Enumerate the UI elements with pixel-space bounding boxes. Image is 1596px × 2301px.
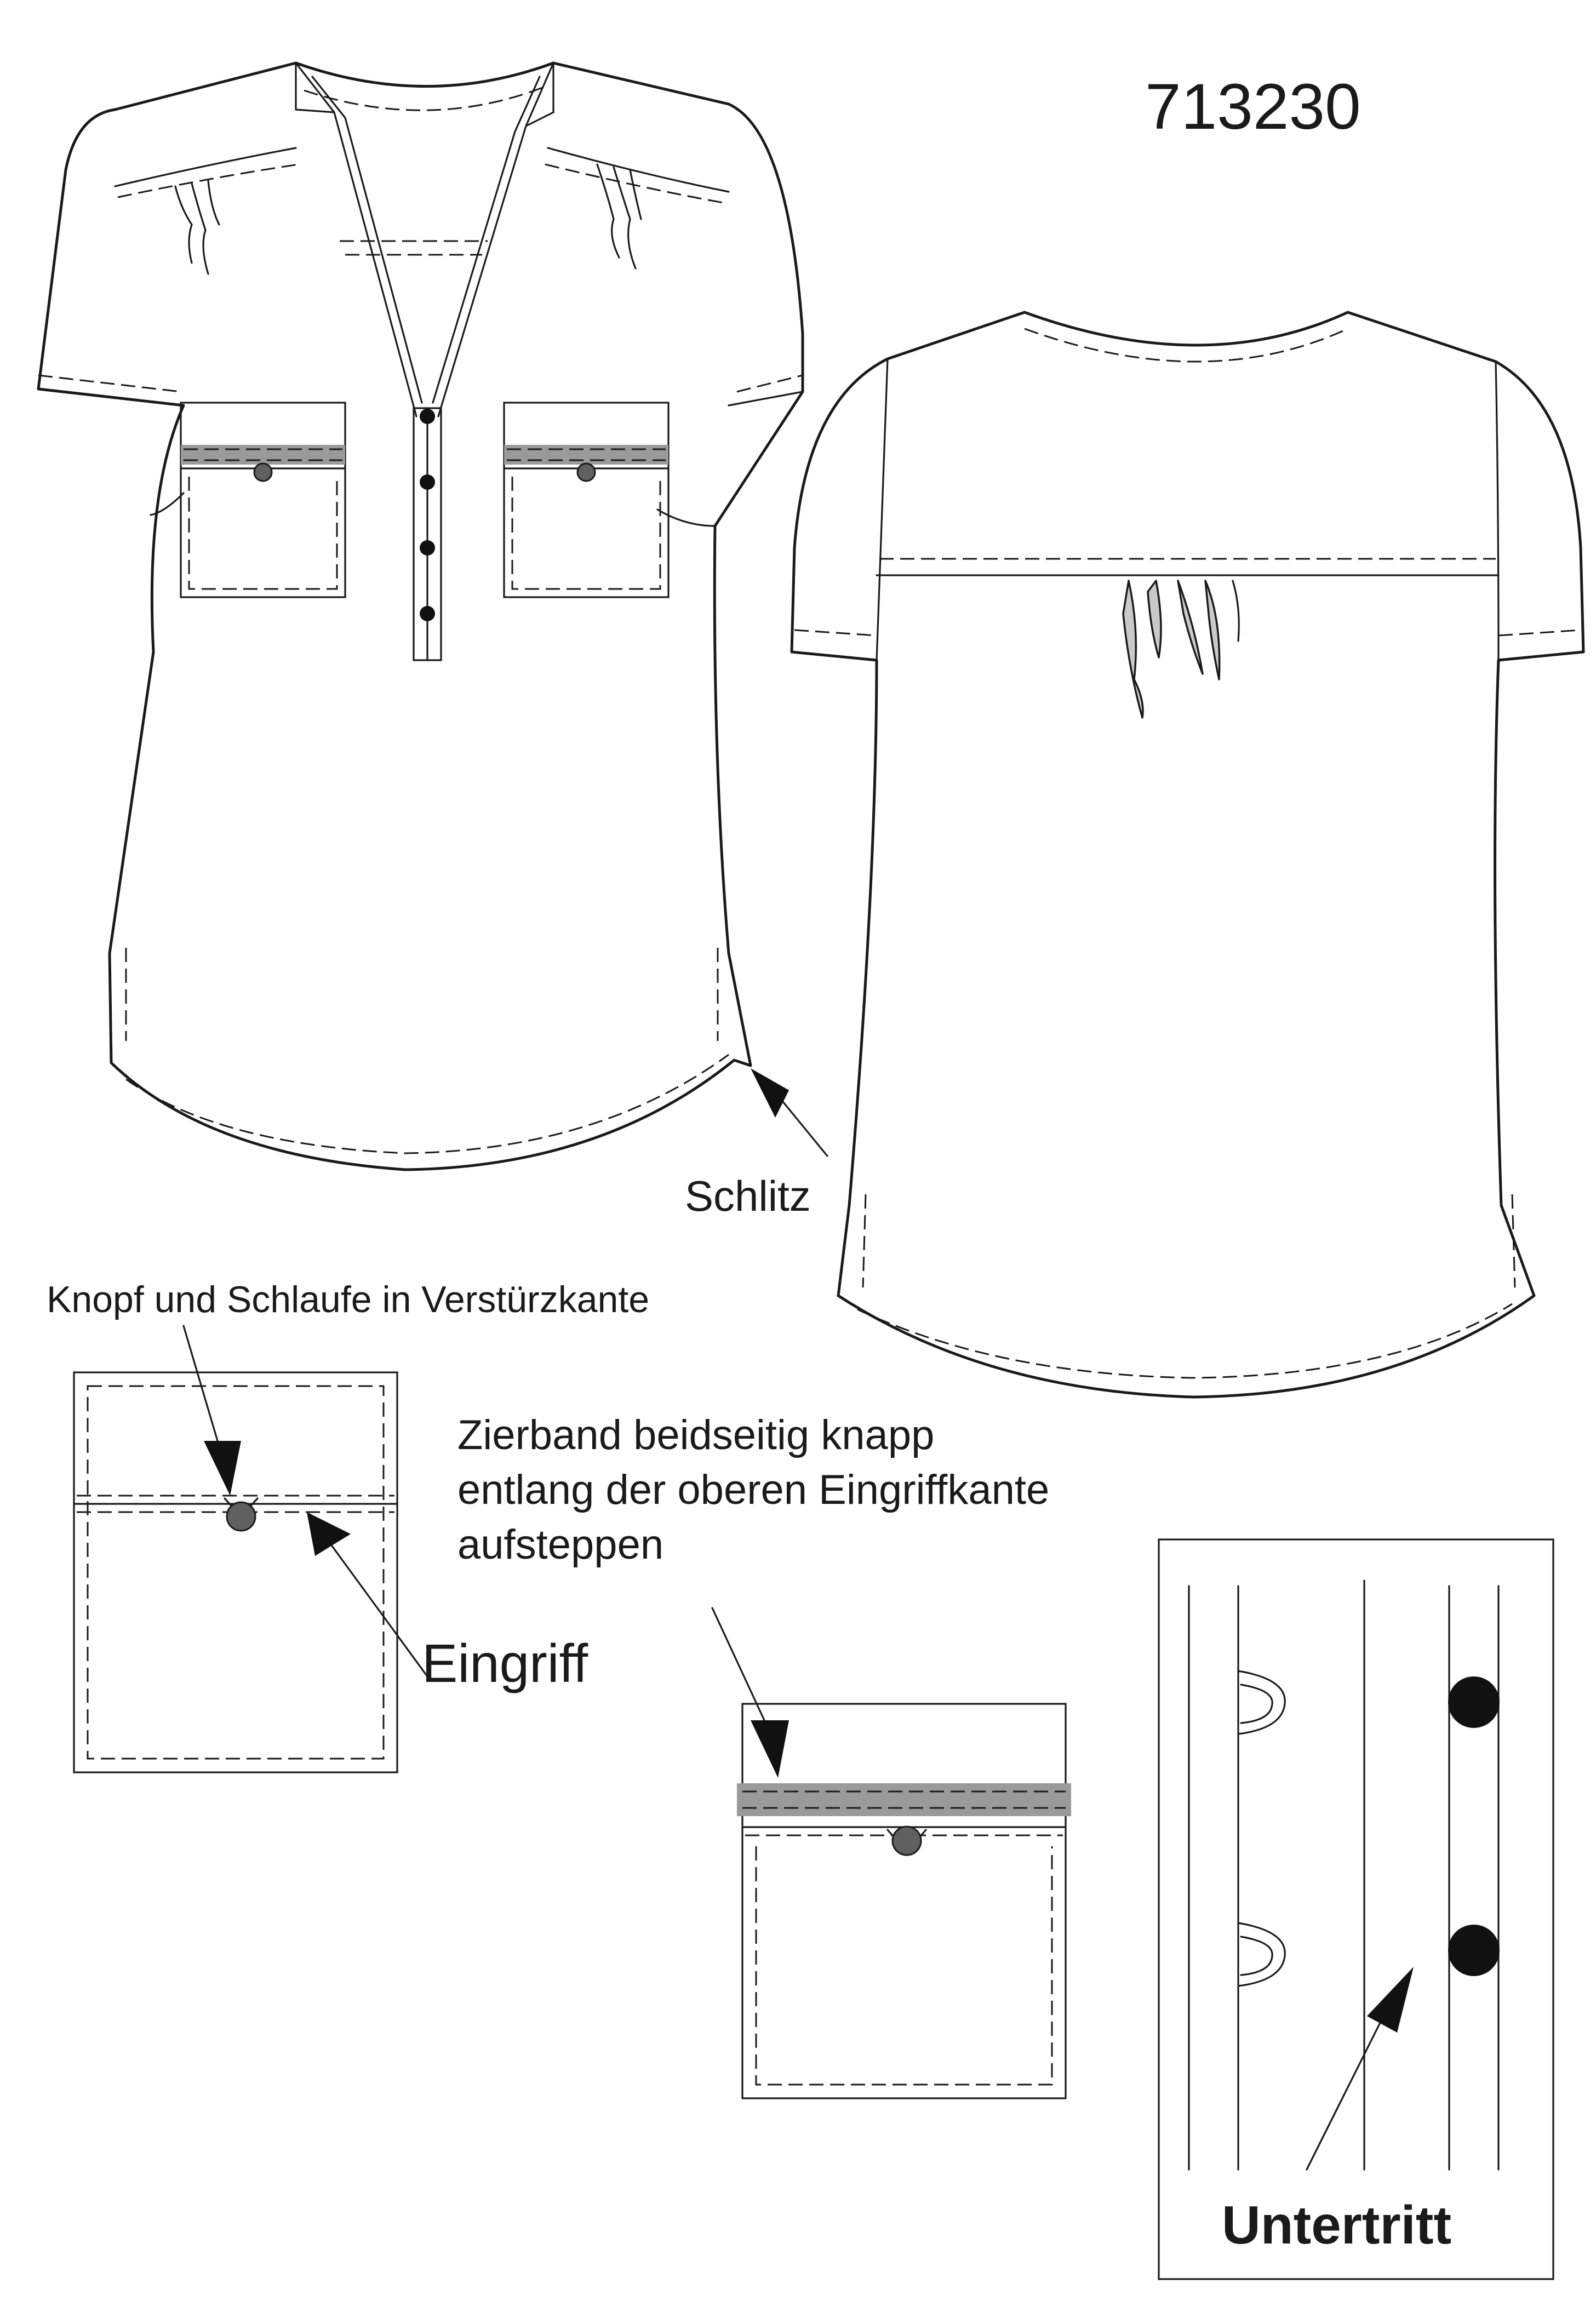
schlitz-callout: Schlitz: [685, 1068, 828, 1220]
front-pocket-left: [180, 402, 346, 598]
untertritt-label: Untertritt: [1222, 2195, 1451, 2255]
pocket-detail-loop: Knopf und Schlaufe in Verstürzkante Eing…: [47, 1279, 649, 1773]
front-pocket-right: [503, 402, 670, 598]
model-number: 713230: [1145, 71, 1361, 143]
pocket-detail-band: Zierband beidseitig knapp entlang der ob…: [457, 1412, 1071, 2099]
zierband-label-1: Zierband beidseitig knapp: [457, 1412, 934, 1458]
blouse-back-view: [790, 311, 1585, 1399]
blouse-front-view: [37, 61, 804, 1171]
zierband-label-3: aufsteppen: [457, 1521, 663, 1568]
back-outline: [790, 311, 1585, 1399]
zierband-label-2: entlang der oberen Eingriffkante: [457, 1467, 1049, 1513]
schlitz-label: Schlitz: [685, 1172, 811, 1220]
knopf-schlaufe-label: Knopf und Schlaufe in Verstürzkante: [47, 1279, 649, 1320]
eingriff-label: Eingriff: [422, 1633, 588, 1693]
untertritt-detail: Untertritt: [1158, 1538, 1554, 2280]
front-outline: [37, 61, 804, 1171]
